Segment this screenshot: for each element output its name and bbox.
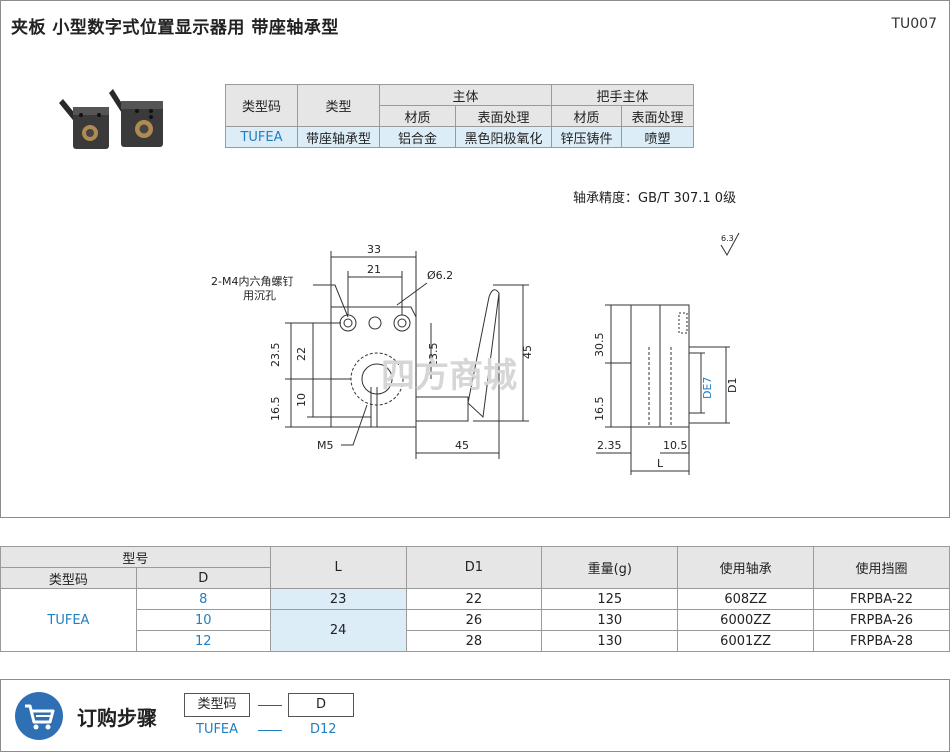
product-panel: 夹板 小型数字式位置显示器用 带座轴承型 TU007 类型码 类型 主体 把手主… — [0, 0, 950, 518]
model-table: 型号 L D1 重量(g) 使用轴承 使用挡圈 类型码 D TUFEA 8 23… — [0, 546, 950, 652]
model-cell-type-code: TUFEA — [0, 588, 137, 652]
model-cell-l: 23 — [269, 588, 407, 610]
cart-icon — [15, 692, 63, 740]
model-cell-ring: FRPBA-26 — [813, 609, 950, 631]
watermark: 四方商城 — [381, 356, 517, 396]
dim-2-35: 2.35 — [597, 439, 622, 452]
order-step-type-code-box: 类型码 — [184, 693, 250, 717]
dim-30-5: 30.5 — [593, 333, 606, 358]
order-steps-panel: 订购步骤 类型码 D TUFEA D12 — [0, 679, 950, 752]
spec-header-type-code: 类型码 — [225, 84, 298, 127]
model-cell-bearing: 6001ZZ — [677, 630, 815, 652]
spec-cell-type-code: TUFEA — [225, 126, 298, 148]
model-header-d1: D1 — [405, 546, 543, 589]
page-title: 夹板 小型数字式位置显示器用 带座轴承型 — [11, 18, 339, 38]
spec-header-body-surface: 表面处理 — [455, 105, 552, 127]
model-table-panel: 型号 L D1 重量(g) 使用轴承 使用挡圈 类型码 D TUFEA 8 23… — [0, 546, 950, 652]
dim-10: 10 — [295, 393, 308, 407]
model-header-bearing: 使用轴承 — [677, 546, 815, 589]
spec-header-body-material: 材质 — [379, 105, 456, 127]
precision-note: 轴承精度：GB/T 307.1 0级 — [573, 191, 737, 206]
model-header-model: 型号 — [0, 546, 271, 568]
model-header-type-code: 类型码 — [0, 567, 137, 589]
dim-22: 22 — [295, 347, 308, 361]
spec-header-handle-material: 材质 — [551, 105, 622, 127]
dim-L: L — [657, 457, 664, 470]
dim-33: 33 — [367, 243, 381, 256]
order-example-connector — [258, 730, 282, 731]
dim-dia-6-2: Ø6.2 — [427, 269, 453, 282]
label-de7: DE7 — [701, 377, 714, 399]
order-step-d-box: D — [288, 693, 354, 717]
model-header-l: L — [269, 546, 407, 589]
model-cell-d1: 22 — [405, 588, 543, 610]
spec-header-handle: 把手主体 — [551, 84, 694, 106]
model-cell-bearing: 608ZZ — [677, 588, 815, 610]
label-m5: M5 — [317, 439, 334, 452]
dim-10-5: 10.5 — [663, 439, 688, 452]
label-counterbore: 用沉孔 — [243, 289, 276, 302]
label-d1: D1 — [726, 378, 739, 393]
order-example-type-code: TUFEA — [196, 722, 239, 737]
order-example-d: D12 — [310, 722, 337, 737]
product-photo — [59, 89, 163, 149]
spec-header-body: 主体 — [379, 84, 552, 106]
model-cell-d: 12 — [135, 630, 271, 652]
model-cell-weight: 130 — [541, 609, 679, 631]
spec-cell-handle-surface: 喷塑 — [621, 126, 694, 148]
technical-drawing: 33 21 Ø6.2 2-M4内六角螺钉 用沉孔 23.5 22 23.5 45… — [211, 232, 740, 475]
label-bolt: 2-M4内六角螺钉 — [211, 274, 293, 288]
spec-table: 类型码 类型 主体 把手主体 材质 表面处理 材质 表面处理 TUFEA 带座轴… — [225, 84, 694, 148]
dim-45-vertical: 45 — [521, 345, 534, 359]
dim-45-horizontal: 45 — [455, 439, 469, 452]
model-cell-d1: 26 — [405, 609, 543, 631]
dim-16-5-left: 16.5 — [269, 397, 282, 422]
order-steps-title: 订购步骤 — [77, 706, 157, 730]
spec-cell-type: 带座轴承型 — [297, 126, 380, 148]
dim-16-5-side: 16.5 — [593, 397, 606, 422]
model-cell-bearing: 6000ZZ — [677, 609, 815, 631]
model-cell-weight: 130 — [541, 630, 679, 652]
model-cell-weight: 125 — [541, 588, 679, 610]
product-code: TU007 — [891, 16, 937, 32]
roughness-value: 6.3 — [721, 234, 734, 243]
model-cell-d: 8 — [135, 588, 271, 610]
model-header-d: D — [135, 567, 271, 589]
model-cell-d: 10 — [135, 609, 271, 631]
order-connector — [258, 705, 282, 706]
spec-cell-body-surface: 黑色阳极氧化 — [455, 126, 552, 148]
spec-cell-handle-material: 锌压铸件 — [551, 126, 622, 148]
spec-cell-body-material: 铝合金 — [379, 126, 456, 148]
spec-header-handle-surface: 表面处理 — [621, 105, 694, 127]
model-cell-l: 24 — [269, 609, 407, 652]
model-header-weight: 重量(g) — [541, 546, 679, 589]
spec-header-type: 类型 — [297, 84, 380, 127]
model-header-ring: 使用挡圈 — [813, 546, 950, 589]
model-cell-ring: FRPBA-28 — [813, 630, 950, 652]
model-cell-d1: 28 — [405, 630, 543, 652]
model-cell-ring: FRPBA-22 — [813, 588, 950, 610]
dim-23-5-left: 23.5 — [269, 343, 282, 368]
dim-23-5-mid: 23.5 — [427, 343, 440, 368]
dim-21: 21 — [367, 263, 381, 276]
